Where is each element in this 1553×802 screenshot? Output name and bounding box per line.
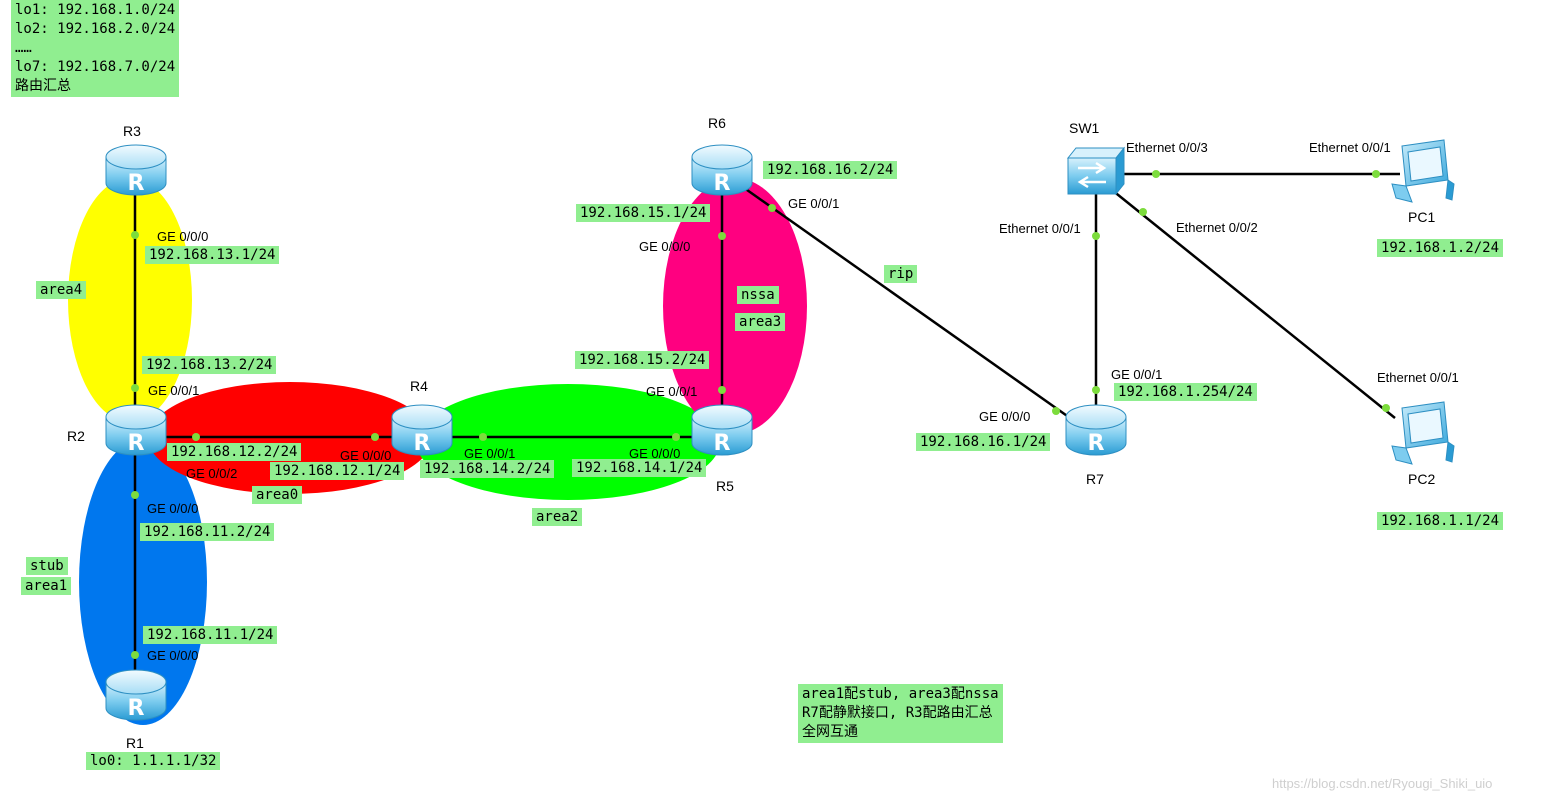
area3-label: area3	[735, 313, 786, 331]
port-dot	[718, 386, 726, 394]
rip-label: rip	[884, 265, 918, 283]
sw1-name: SW1	[1069, 120, 1100, 136]
ip-r7-g000: 192.168.16.1/24	[916, 433, 1051, 451]
svg-text:R: R	[414, 431, 431, 456]
router-r6-icon[interactable]: R	[691, 144, 753, 196]
area3-nssa-label: nssa	[737, 286, 779, 304]
port-r6-g001: GE 0/0/1	[788, 196, 840, 211]
pc1-name: PC1	[1408, 209, 1436, 225]
port-dot	[768, 204, 776, 212]
port-sw1-e001: Ethernet 0/0/1	[999, 221, 1081, 236]
port-dot	[1372, 170, 1380, 178]
port-r6-g000: GE 0/0/0	[639, 239, 691, 254]
port-pc1-e001: Ethernet 0/0/1	[1309, 140, 1391, 155]
svg-text:R: R	[714, 171, 731, 196]
router-r7-icon[interactable]: R	[1065, 404, 1127, 456]
port-dot	[1092, 232, 1100, 240]
ip-pc2: 192.168.1.1/24	[1377, 512, 1504, 530]
svg-text:R: R	[714, 431, 731, 456]
router-r3-icon[interactable]: R	[105, 144, 167, 196]
port-dot	[131, 491, 139, 499]
port-r5-g000: GE 0/0/0	[629, 446, 681, 461]
ip-r4-g001: 192.168.14.2/24	[420, 460, 555, 478]
port-dot	[1052, 407, 1060, 415]
port-sw1-e003: Ethernet 0/0/3	[1126, 140, 1208, 155]
port-dot	[718, 232, 726, 240]
port-dot	[131, 384, 139, 392]
port-dot	[479, 433, 487, 441]
ip-r6-g000: 192.168.15.1/24	[576, 204, 711, 222]
port-dot	[131, 231, 139, 239]
r1-loopback-label: lo0: 1.1.1.1/32	[86, 752, 221, 770]
ip-pc1: 192.168.1.2/24	[1377, 239, 1504, 257]
pc2-name: PC2	[1408, 471, 1436, 487]
area0-label: area0	[252, 486, 303, 504]
port-r4-g001: GE 0/0/1	[464, 446, 516, 461]
ip-r3-g000: 192.168.13.1/24	[145, 246, 280, 264]
svg-text:R: R	[128, 171, 145, 196]
svg-text:R: R	[128, 431, 145, 456]
port-dot	[131, 651, 139, 659]
port-r5-g001: GE 0/0/1	[646, 384, 698, 399]
area2-label: area2	[532, 508, 583, 526]
area1-region	[79, 439, 207, 725]
port-r2-g000: GE 0/0/0	[147, 501, 199, 516]
r7-name: R7	[1086, 471, 1104, 487]
port-r4-g000: GE 0/0/0	[340, 448, 392, 463]
port-pc2-e001: Ethernet 0/0/1	[1377, 370, 1459, 385]
ip-r2-g002: 192.168.12.2/24	[167, 443, 302, 461]
ip-r6-g001: 192.168.16.2/24	[763, 161, 898, 179]
loopback-note: lo1: 192.168.1.0/24 lo2: 192.168.2.0/24 …	[11, 0, 180, 97]
svg-text:R: R	[1088, 431, 1105, 456]
ip-r2-g000: 192.168.11.2/24	[140, 523, 275, 541]
r3-name: R3	[123, 123, 141, 139]
ip-r2-g001: 192.168.13.2/24	[142, 356, 277, 374]
port-r1-g000: GE 0/0/0	[147, 648, 199, 663]
port-dot	[1382, 404, 1390, 412]
port-r2-g002: GE 0/0/2	[186, 466, 238, 481]
watermark: https://blog.csdn.net/Ryougi_Shiki_uio	[1272, 776, 1493, 791]
router-r2-icon[interactable]: R	[105, 404, 167, 456]
ip-r1-g000: 192.168.11.1/24	[143, 626, 278, 644]
port-dots	[131, 170, 1390, 659]
router-r1-icon[interactable]: R	[105, 669, 167, 721]
link-r6-r7	[739, 183, 1081, 427]
port-r7-g000: GE 0/0/0	[979, 409, 1031, 424]
switch-sw1-icon[interactable]	[1066, 146, 1126, 196]
port-dot	[672, 433, 680, 441]
port-dot	[1092, 386, 1100, 394]
r1-name: R1	[126, 735, 144, 751]
pc2-icon[interactable]	[1391, 401, 1455, 465]
port-dot	[1139, 208, 1147, 216]
port-sw1-e002: Ethernet 0/0/2	[1176, 220, 1258, 235]
requirements-note: area1配stub, area3配nssa R7配静默接口, R3配路由汇总 …	[798, 684, 1003, 743]
router-r4-icon[interactable]: R	[391, 404, 453, 456]
area1-stub-label: stub	[26, 557, 68, 575]
ip-r7-g001: 192.168.1.254/24	[1114, 383, 1257, 401]
area1-label: area1	[21, 577, 72, 595]
port-r3-g000: GE 0/0/0	[157, 229, 209, 244]
svg-text:R: R	[128, 696, 145, 721]
r2-name: R2	[67, 428, 85, 444]
ip-r5-g001: 192.168.15.2/24	[575, 351, 710, 369]
area4-label: area4	[36, 281, 87, 299]
port-dot	[192, 433, 200, 441]
port-dot	[1152, 170, 1160, 178]
port-r7-g001: GE 0/0/1	[1111, 367, 1163, 382]
link-sw1-pc2	[1111, 189, 1396, 419]
router-r5-icon[interactable]: R	[691, 404, 753, 456]
port-dot	[371, 433, 379, 441]
pc1-icon[interactable]	[1391, 139, 1455, 203]
area2-region	[416, 384, 720, 500]
area3-region	[663, 178, 807, 434]
r6-name: R6	[708, 115, 726, 131]
port-r2-g001: GE 0/0/1	[148, 383, 200, 398]
ip-r4-g000: 192.168.12.1/24	[270, 462, 405, 480]
r4-name: R4	[410, 378, 428, 394]
r5-name: R5	[716, 478, 734, 494]
ip-r5-g000: 192.168.14.1/24	[572, 459, 707, 477]
